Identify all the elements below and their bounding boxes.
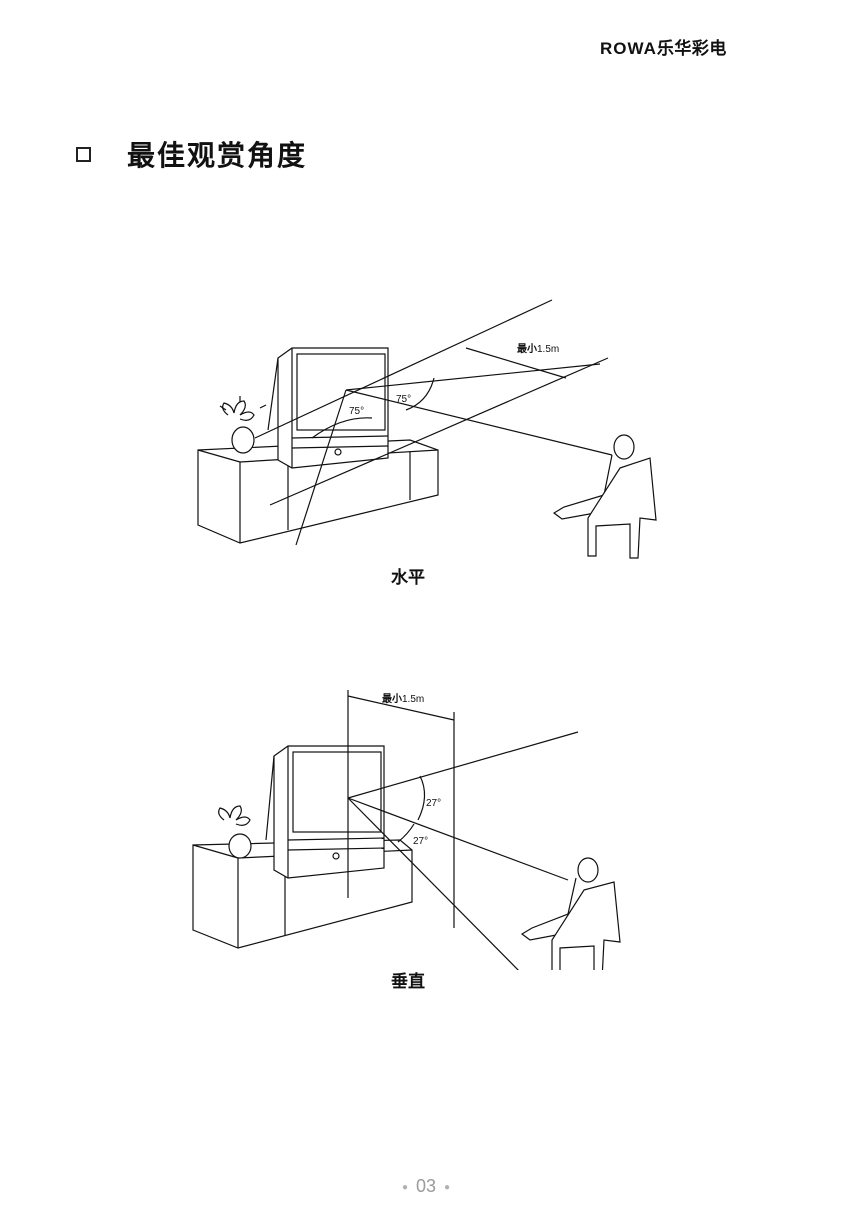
section-title: 最佳观赏角度 bbox=[127, 139, 308, 172]
horizontal-angle-diagram: 75° 75° 最小1.5m bbox=[197, 299, 657, 559]
brand-latin: ROWA bbox=[600, 39, 657, 58]
vertical-caption: 垂直 bbox=[391, 972, 425, 992]
distance-value: 1.5m bbox=[537, 344, 559, 355]
angle-arcs bbox=[311, 377, 435, 439]
plant-vase-icon bbox=[219, 396, 267, 454]
page-dot-right-icon: ● bbox=[444, 1181, 451, 1193]
plant-vase-icon bbox=[218, 805, 252, 859]
viewing-rays bbox=[347, 690, 579, 970]
angle-label-left: 75° bbox=[349, 406, 364, 417]
distance-prefix: 最小 bbox=[517, 342, 537, 355]
distance-label: 最小1.5m bbox=[517, 342, 559, 355]
tv-set bbox=[267, 347, 389, 469]
vertical-angle-diagram: 27° 27° 最小1.5m bbox=[192, 690, 621, 970]
page-number-value: 03 bbox=[415, 1176, 437, 1196]
angle-arcs bbox=[397, 775, 426, 843]
page-dot-left-icon: ● bbox=[401, 1181, 408, 1193]
viewer-in-chair-icon bbox=[552, 434, 657, 559]
distance-value: 1.5m bbox=[402, 694, 424, 705]
square-bullet-icon bbox=[76, 146, 91, 162]
brand-chinese: 乐华彩电 bbox=[656, 39, 727, 59]
horizontal-caption: 水平 bbox=[391, 568, 425, 588]
distance-prefix: 最小 bbox=[382, 692, 402, 705]
viewer-in-chair-icon bbox=[520, 857, 621, 970]
angle-label-up: 27° bbox=[426, 798, 441, 809]
section-heading: 最佳观赏角度 bbox=[76, 134, 307, 174]
distance-label: 最小1.5m bbox=[382, 692, 424, 705]
viewing-rays bbox=[254, 299, 613, 546]
angle-label-right: 75° bbox=[396, 394, 411, 405]
page-number: ● 03 ● bbox=[0, 1176, 852, 1197]
tv-stand bbox=[197, 439, 439, 544]
tv-set bbox=[265, 745, 385, 879]
angle-label-down: 27° bbox=[413, 836, 428, 847]
brand-logo: ROWA乐华彩电 bbox=[600, 34, 727, 59]
